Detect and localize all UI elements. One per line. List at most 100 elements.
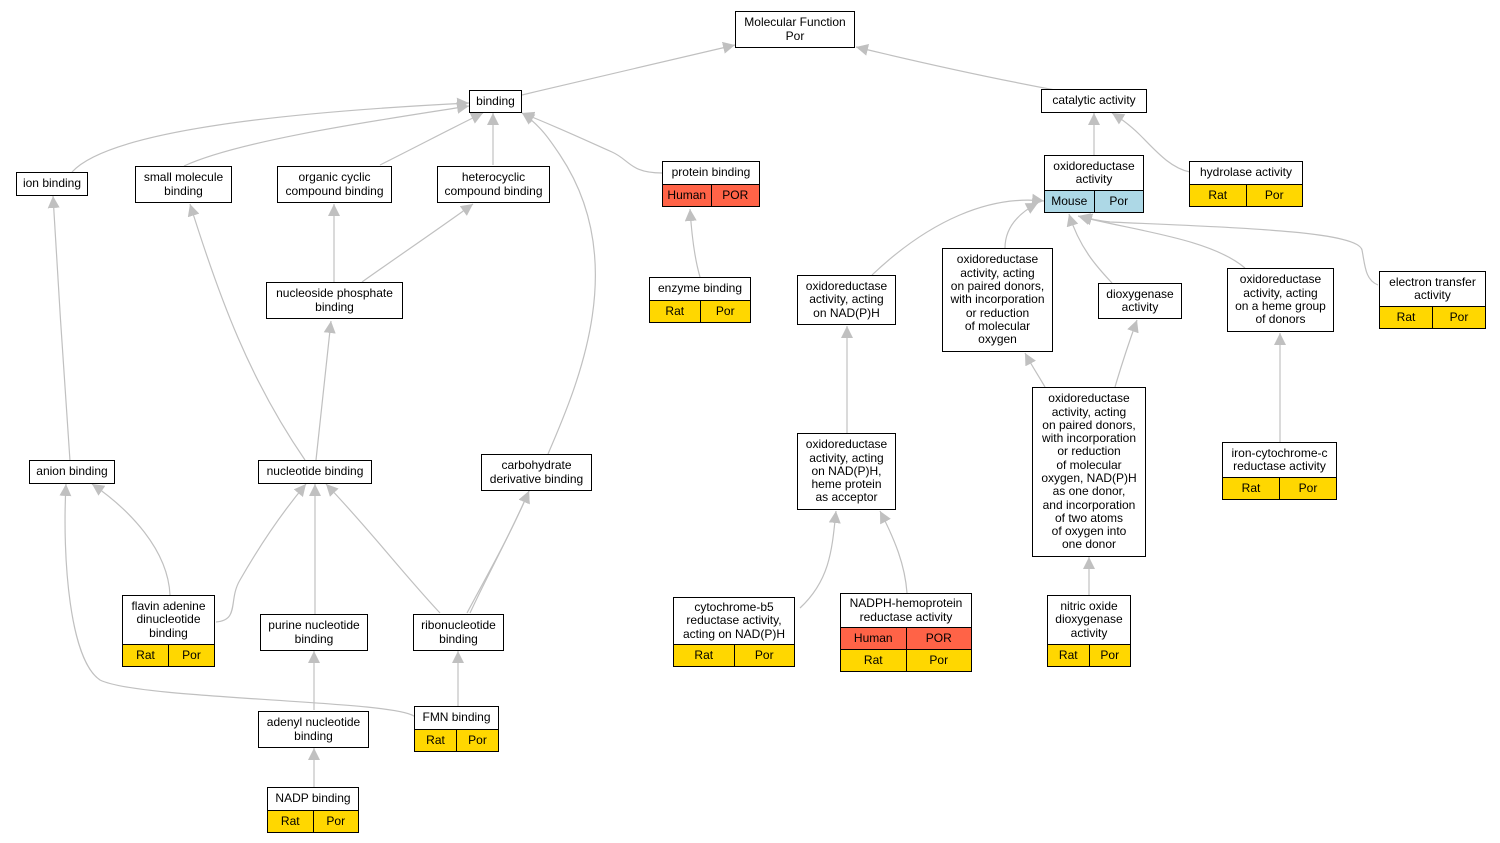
node-binding[interactable]: binding bbox=[469, 90, 522, 113]
node-label-line: with incorporation bbox=[1041, 431, 1137, 446]
node-label-line: binding bbox=[294, 631, 334, 646]
node-label-line: cytochrome-b5 bbox=[694, 600, 774, 615]
node-label-line: and incorporation bbox=[1042, 497, 1136, 512]
node-label-line: carbohydrate bbox=[501, 458, 572, 473]
gene-cell: Por bbox=[168, 645, 214, 666]
node-anion-binding[interactable]: anion binding bbox=[29, 460, 115, 484]
edge-nucleotide-to-small-molecule bbox=[187, 203, 306, 461]
edge-protein-binding-to-binding bbox=[521, 111, 663, 174]
gene-cell: Por bbox=[312, 811, 358, 832]
node-label-line: on NAD(P)H, bbox=[811, 463, 882, 478]
species-cell: Rat bbox=[268, 811, 313, 832]
node-label: nucleotide binding bbox=[259, 461, 371, 483]
edge-paired-nadph-to-dioxygenase bbox=[1114, 319, 1139, 388]
species-cell: Rat bbox=[415, 730, 456, 751]
gene-cell: Por bbox=[1245, 185, 1302, 206]
node-label-line: dioxygenase bbox=[1106, 286, 1174, 301]
node-label-line: NADP binding bbox=[275, 791, 351, 806]
node-label-line: nucleotide binding bbox=[266, 464, 364, 479]
edge-catalytic-activity-to-molecular-function bbox=[855, 43, 1056, 91]
node-label-line: adenyl nucleotide bbox=[266, 715, 361, 730]
edge-cytochrome-b5-to-nadph-heme bbox=[799, 510, 841, 609]
node-label-line: one donor bbox=[1061, 537, 1117, 552]
node-label-line: oxygen, NAD(P)H bbox=[1041, 471, 1137, 485]
node-label-line: on paired donors, bbox=[1042, 417, 1136, 432]
species-cell: Rat bbox=[841, 650, 906, 671]
edge-fad-to-nucleotide bbox=[215, 483, 307, 623]
node-label-line: dioxygenase bbox=[1055, 612, 1123, 627]
node-label-line: oxygen bbox=[978, 332, 1017, 347]
species-cell: Rat bbox=[674, 645, 734, 666]
node-ion-binding[interactable]: ion binding bbox=[16, 172, 88, 196]
node-label-line: oxidoreductase bbox=[805, 279, 888, 294]
node-label-line: activity, acting bbox=[960, 265, 1035, 280]
node-label-line: organic cyclic bbox=[298, 170, 371, 185]
species-cell: Mouse bbox=[1045, 191, 1094, 212]
node-label-line: as one donor, bbox=[1052, 484, 1126, 499]
node-nucleotide-binding[interactable]: nucleotide binding bbox=[258, 460, 372, 484]
node-label: NADP binding bbox=[268, 788, 358, 810]
node-label: ion binding bbox=[17, 173, 87, 195]
node-catalytic-activity[interactable]: catalytic activity bbox=[1041, 89, 1147, 113]
node-label-line: acting on NAD(P)H bbox=[682, 626, 786, 641]
gene-cell: Por bbox=[1432, 307, 1485, 328]
node-label-line: oxidoreductase bbox=[1048, 391, 1130, 406]
species-cell: Rat bbox=[1190, 185, 1246, 206]
edge-paired-donors-to-oxidoreductase bbox=[1004, 202, 1039, 249]
node-label-line: activity, acting bbox=[1243, 285, 1318, 300]
species-cell: Rat bbox=[123, 645, 168, 666]
node-label-line: activity, acting bbox=[809, 450, 884, 465]
gene-cell: Por bbox=[905, 650, 971, 671]
node-label-line: derivative binding bbox=[489, 471, 584, 486]
edge-ribonucleotide-to-carbohydrate bbox=[466, 490, 530, 614]
node-label-line: oxidoreductase bbox=[1053, 158, 1135, 173]
